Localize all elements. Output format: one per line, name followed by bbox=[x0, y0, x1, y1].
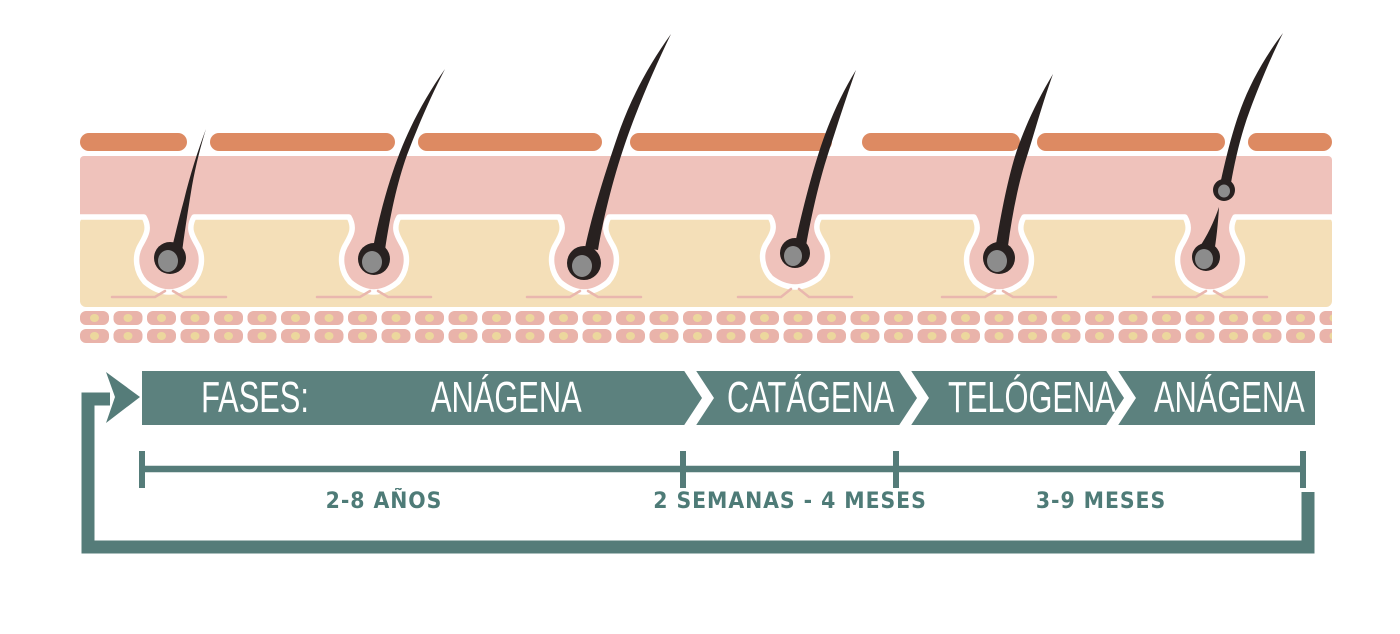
hair-2-shaft bbox=[373, 69, 445, 250]
hair-1-early-anagen bbox=[154, 129, 206, 274]
hair-6-telogen-new-anagen bbox=[1192, 33, 1283, 271]
hair-3-papilla bbox=[572, 255, 592, 277]
banner-prefix-label: FASES: bbox=[201, 373, 309, 422]
chevron-separator-3 bbox=[1106, 371, 1136, 425]
hypodermis-boundary-outline bbox=[77, 214, 1335, 295]
hair-1-shaft bbox=[171, 129, 206, 253]
phase-label-catagena: CATÁGENA bbox=[727, 373, 895, 422]
duration-label-telogen: 3-9 MESES bbox=[1035, 489, 1167, 514]
epidermis-surface-layer bbox=[80, 133, 1332, 151]
follicle-base-lines bbox=[110, 287, 1269, 299]
fat-cell-rows bbox=[80, 311, 1332, 344]
chevron-separator-2 bbox=[899, 371, 929, 425]
hair-4-papilla bbox=[784, 246, 802, 266]
hair-3-shaft bbox=[585, 34, 671, 250]
hair-2-anagen bbox=[358, 69, 445, 275]
hair-4-shaft bbox=[795, 70, 856, 246]
skin-cross-section bbox=[77, 33, 1335, 344]
loop-arrowhead bbox=[106, 372, 140, 423]
duration-timeline bbox=[139, 451, 1306, 488]
hair-4-catagen bbox=[780, 70, 856, 268]
hair-5-shaft bbox=[996, 74, 1053, 246]
hair-2-papilla bbox=[362, 251, 382, 273]
phase-label-anagena: ANÁGENA bbox=[431, 373, 582, 422]
phase-label-telogena: TELÓGENA bbox=[948, 373, 1116, 422]
hair-5-anagen bbox=[983, 74, 1053, 274]
hair-6-club-papilla bbox=[1218, 184, 1230, 198]
phase-banner bbox=[142, 371, 1315, 425]
chevron-separator-1 bbox=[684, 371, 714, 425]
phase-label-anagena-repeat: ANÁGENA bbox=[1154, 373, 1305, 422]
hair-6-club-shaft bbox=[1221, 33, 1283, 183]
hair-6-new-papilla bbox=[1195, 249, 1213, 269]
duration-label-anagen: 2-8 AÑOS bbox=[325, 489, 443, 514]
phase-chevron-separators bbox=[684, 371, 1136, 425]
cycle-loop-arrow bbox=[81, 372, 1315, 554]
hypodermis-layer bbox=[80, 217, 1332, 307]
hair-5-papilla bbox=[987, 250, 1007, 272]
dermis-layer bbox=[80, 156, 1332, 218]
duration-label-catagen: 2 SEMANAS - 4 MESES bbox=[653, 489, 927, 514]
hair-1-papilla bbox=[158, 250, 178, 272]
hairs bbox=[154, 33, 1283, 280]
loop-arrow-path bbox=[81, 392, 1315, 554]
hair-3-anagen-mature bbox=[567, 34, 671, 280]
